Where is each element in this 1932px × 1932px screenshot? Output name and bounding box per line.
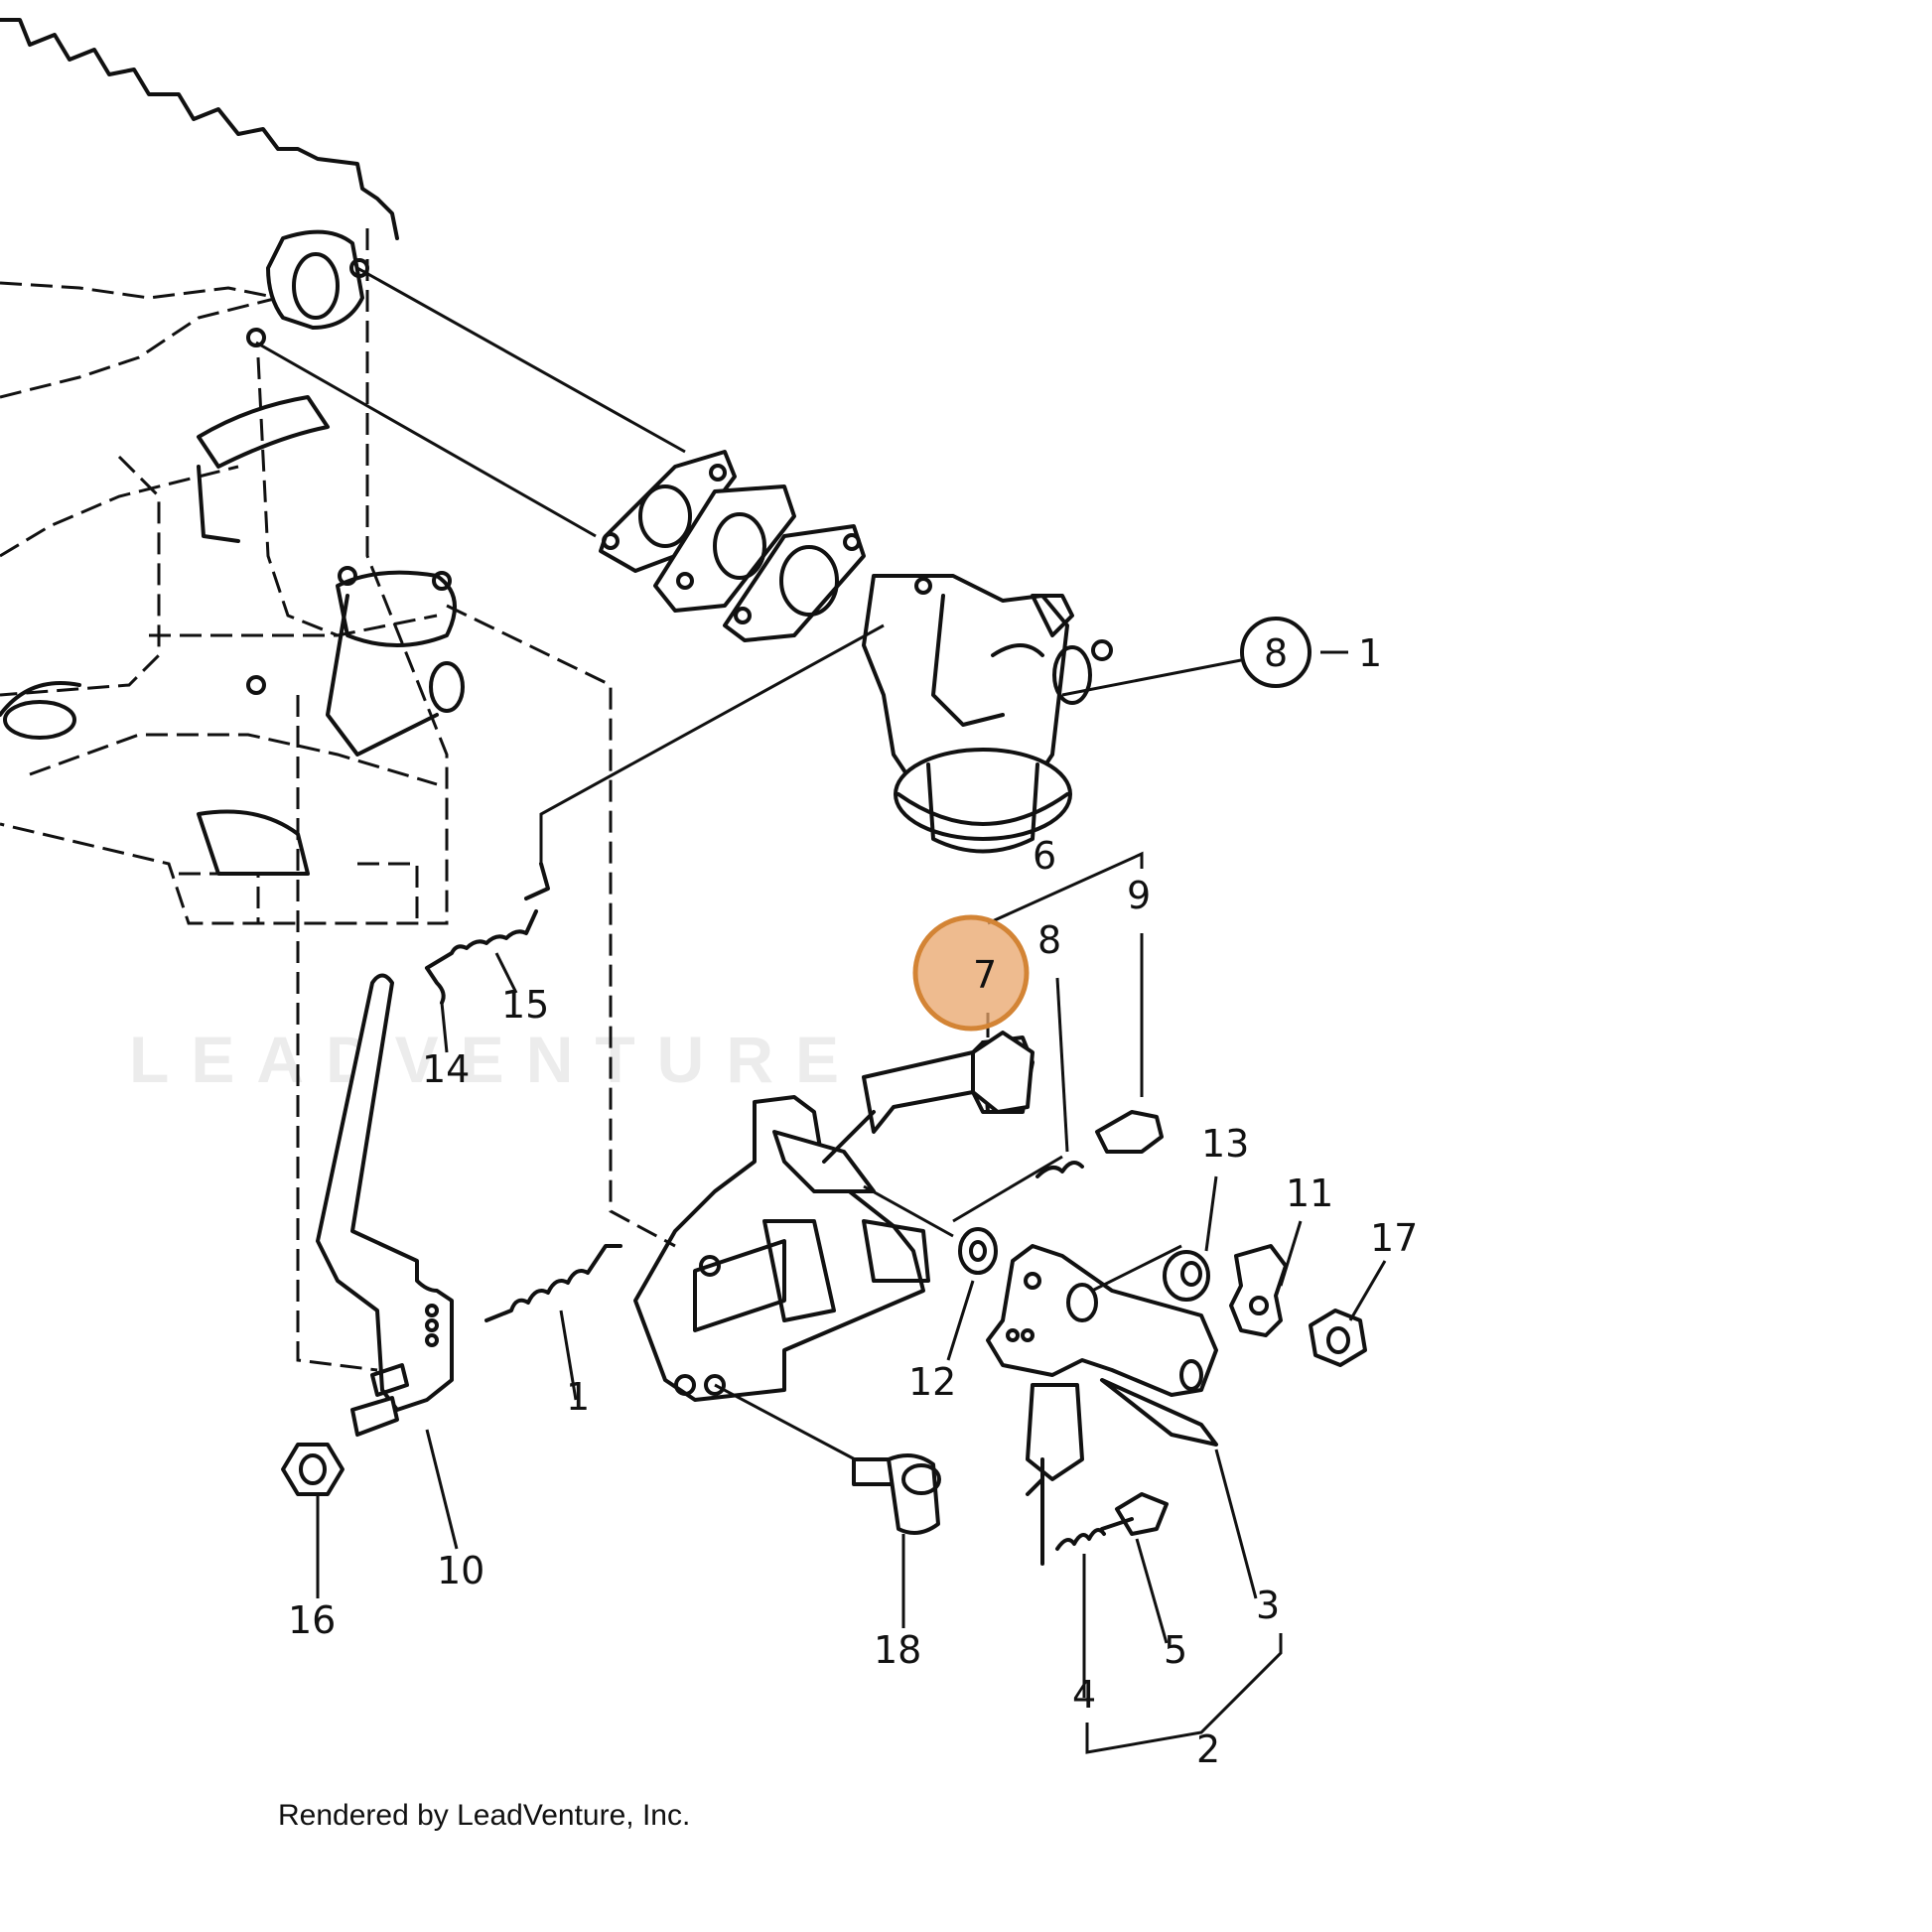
engine-block (0, 18, 465, 925)
bracket-line (446, 604, 676, 1248)
highlight-marker[interactable] (912, 914, 1030, 1032)
watermark-text: LEADVENTURE (129, 1023, 861, 1096)
callout-5: 5 (1164, 1628, 1187, 1672)
leader-2-bracket (1085, 1633, 1283, 1754)
washer-12 (958, 1227, 998, 1275)
callout-2: 2 (1196, 1727, 1220, 1771)
bolt-line-18 (714, 1383, 875, 1471)
callout-15: 15 (501, 983, 549, 1027)
circled-callout-number: 8 (1264, 631, 1288, 675)
callout-17: 17 (1370, 1216, 1418, 1260)
callout-3: 3 (1256, 1584, 1280, 1627)
leader-15 (494, 952, 518, 994)
callout-11: 11 (1286, 1172, 1333, 1215)
governor-spring-15 (425, 862, 550, 1005)
callout-1: 1 (566, 1375, 590, 1419)
callout-18: 18 (874, 1628, 921, 1672)
footer-credit: Rendered by LeadVenture, Inc. (278, 1799, 691, 1832)
washer-13 (1163, 1250, 1210, 1302)
governor-lever-3 (986, 1244, 1218, 1566)
carb-choke-line (539, 623, 885, 864)
control-lever-10 (316, 973, 454, 1437)
leader-3 (1214, 1449, 1258, 1599)
nut-17 (1309, 1309, 1367, 1367)
callout-4: 4 (1072, 1673, 1096, 1717)
callout-8: 8 (1037, 918, 1061, 962)
nut-16 (281, 1443, 345, 1496)
bolt-18 (852, 1453, 941, 1535)
callout-12: 12 (908, 1360, 956, 1404)
lever-stud-line (296, 695, 378, 1372)
circled-callout-ring (1240, 617, 1311, 688)
intake-gaskets (599, 450, 866, 642)
stud-line-upper (356, 266, 686, 454)
leader-1 (559, 1310, 578, 1401)
leader-circled-8 (1061, 658, 1242, 697)
callout-7: 7 (973, 953, 997, 997)
link-11 (1229, 1244, 1288, 1337)
shaft-line-12 (863, 1184, 954, 1238)
callout-10: 10 (437, 1549, 484, 1592)
leader-14 (440, 1002, 449, 1053)
leader-5 (1135, 1538, 1169, 1644)
throttle-link-7 (971, 1031, 1035, 1114)
spring-4 (1055, 1528, 1106, 1551)
leader-6-bracket (987, 851, 1144, 925)
callout-9: 9 (1127, 874, 1151, 917)
idle-screw-8 (1035, 1110, 1164, 1178)
screw-5 (1100, 1492, 1169, 1536)
screw-line-8 (952, 1155, 1063, 1223)
leader-8 (1055, 977, 1069, 1153)
leader-13 (1204, 1175, 1218, 1252)
leader-17 (1348, 1260, 1387, 1321)
carburetor (862, 574, 1113, 854)
callout-6: 6 (1033, 834, 1056, 878)
callout-14: 14 (422, 1047, 470, 1091)
leader-11 (1279, 1220, 1303, 1287)
spring-1 (484, 1244, 622, 1322)
stud-line-lower (255, 341, 597, 538)
circled-callout-qty: 1 (1358, 631, 1382, 675)
spring-line-13 (1091, 1244, 1182, 1293)
callout-13: 13 (1201, 1122, 1249, 1166)
leader-10 (425, 1429, 459, 1550)
callout-16: 16 (288, 1598, 336, 1642)
leader-12 (946, 1280, 975, 1361)
